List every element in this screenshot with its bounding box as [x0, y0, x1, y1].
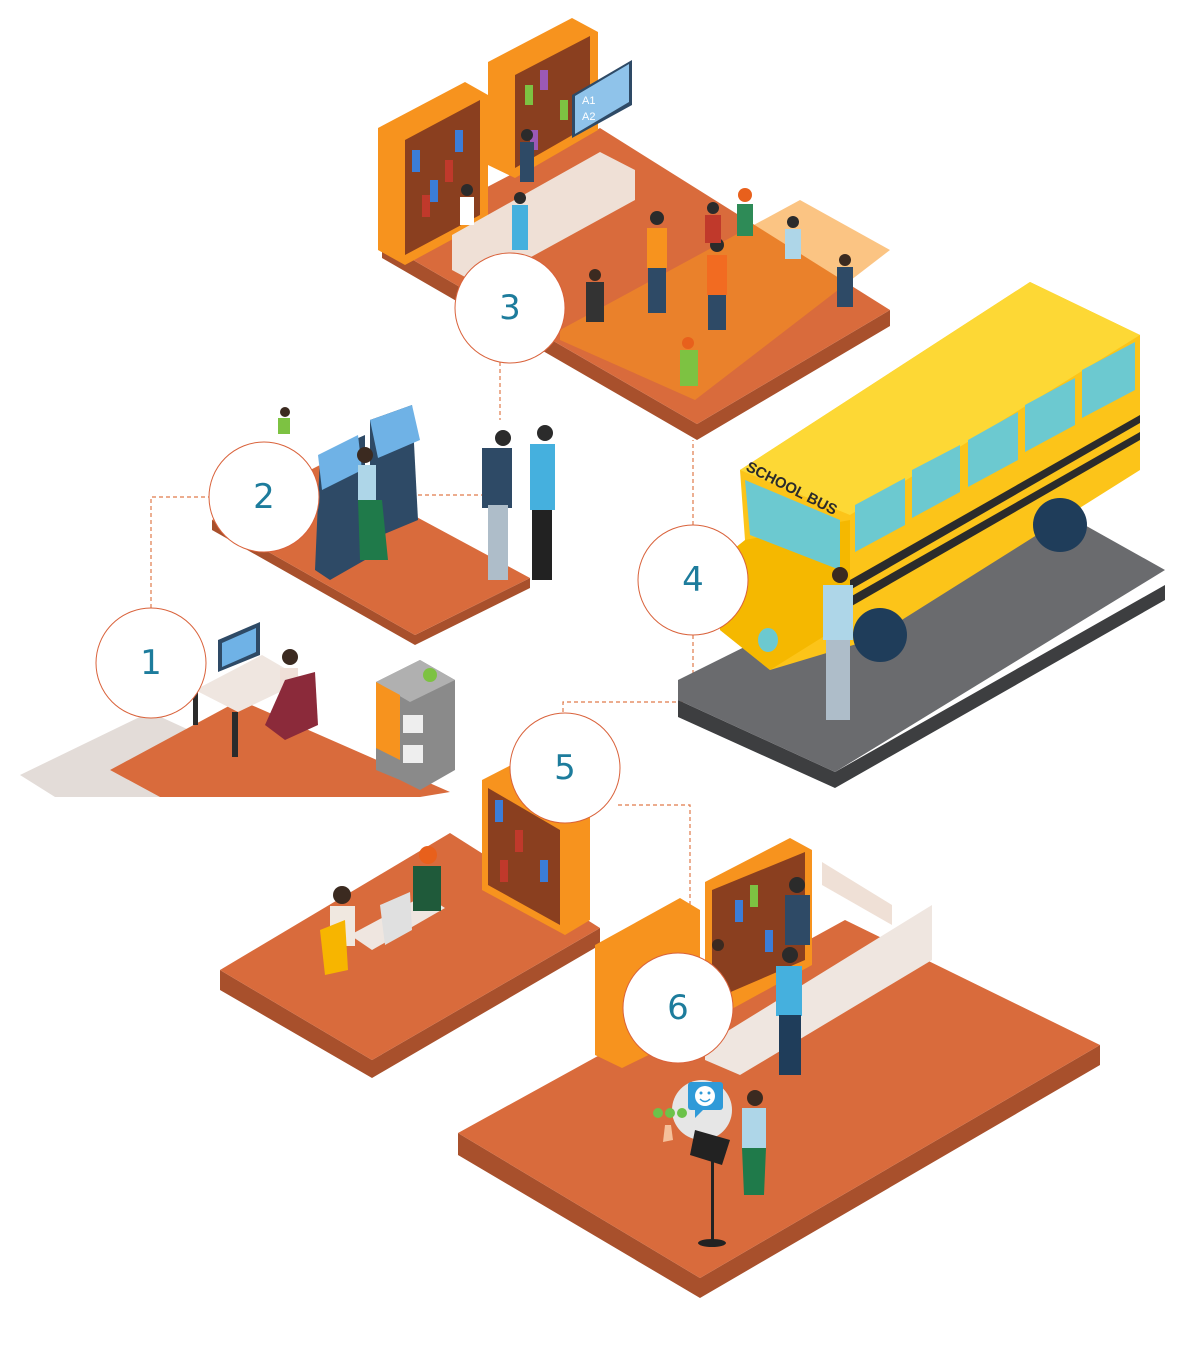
scene-6-service-desk-feedback [458, 838, 1100, 1298]
scene-5-consultation-desk [220, 745, 600, 1078]
service-counter [705, 905, 932, 1075]
smiley-chat-bubble-icon [688, 1082, 723, 1118]
bus-wheel [853, 608, 907, 662]
connector-4-5 [562, 635, 694, 713]
step-marker-3[interactable]: 3 [454, 252, 566, 364]
rating-stars-icon [653, 1108, 687, 1118]
step-number: 5 [554, 748, 576, 788]
step-number: 6 [667, 988, 689, 1028]
step-marker-2[interactable]: 2 [208, 441, 320, 553]
step-marker-6[interactable]: 6 [622, 952, 734, 1064]
office-chair [265, 672, 318, 740]
step-number: 4 [682, 560, 704, 600]
step-markers: 1 2 3 4 5 6 [95, 252, 749, 1064]
step-marker-4[interactable]: 4 [637, 524, 749, 636]
screen-text-a1: A1 [582, 95, 595, 107]
scene-1-office-desk [20, 622, 455, 797]
step-number: 2 [253, 477, 275, 517]
reception-counter [452, 152, 635, 285]
connector-1-2 [150, 496, 212, 608]
feedback-terminal [690, 1130, 730, 1165]
screen-text-a2: A2 [582, 111, 595, 123]
step-marker-1[interactable]: 1 [95, 607, 207, 719]
step-marker-5[interactable]: 5 [509, 712, 621, 824]
bus-wheel [1033, 498, 1087, 552]
people-group [460, 129, 853, 386]
bus-windows [745, 342, 1135, 570]
desk [195, 655, 305, 712]
scene-3-library-lobby: A1 A2 [378, 18, 890, 440]
scene-4-school-bus: SCHOOL BUS [678, 282, 1165, 788]
step-number: 1 [140, 643, 162, 683]
step-number: 3 [499, 288, 521, 328]
